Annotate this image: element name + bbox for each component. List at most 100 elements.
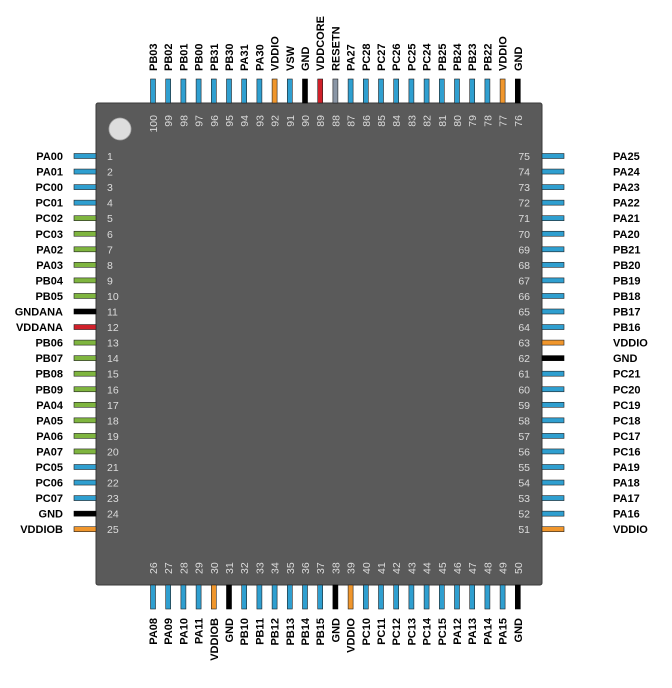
pin-12-number: 12: [107, 322, 119, 334]
pin-86-number: 86: [361, 115, 373, 127]
chip-body: [95, 102, 543, 586]
pin-58-number: 58: [518, 415, 530, 427]
pin-5-lead: [73, 215, 97, 221]
pin-54-number: 54: [518, 478, 530, 490]
pin-66-label: PB18: [613, 291, 641, 303]
pin-50-lead: [514, 584, 521, 610]
pin-15-lead: [73, 370, 97, 377]
pin-46-number: 46: [452, 562, 464, 574]
pin-73-number: 73: [518, 182, 530, 194]
pin-4-lead: [73, 199, 97, 206]
pin-79-lead: [469, 78, 476, 104]
pin-7-number: 7: [107, 244, 113, 256]
pin-36-lead: [302, 584, 308, 610]
pin-13-lead: [73, 339, 97, 346]
pin-52-lead: [541, 510, 565, 517]
pin-85-label: PC27: [376, 43, 388, 71]
pin-18-lead: [73, 417, 97, 424]
pin-9-lead: [73, 277, 97, 284]
pin-74-lead: [541, 168, 565, 175]
pin-79-label: PB23: [467, 43, 479, 71]
pin-36-number: 36: [300, 562, 312, 574]
pin-82-lead: [423, 78, 430, 104]
pin-11-number: 11: [107, 307, 118, 319]
pin-94-lead: [241, 78, 247, 104]
pin-16-lead: [73, 386, 97, 393]
pin-56-number: 56: [518, 446, 530, 458]
pin-62-label: GND: [613, 353, 638, 365]
pin-53-lead: [541, 495, 565, 501]
pin-52-number: 52: [518, 509, 530, 521]
pin-40-number: 40: [361, 562, 373, 574]
pin-96-label: PB31: [209, 43, 221, 71]
pin-96-number: 96: [209, 115, 221, 127]
pin-77-label: VDDIO: [498, 36, 510, 71]
pin-48-number: 48: [482, 562, 494, 574]
pin-45-number: 45: [437, 562, 449, 574]
pin-38-lead: [332, 584, 339, 610]
pin-38-number: 38: [330, 562, 342, 574]
pin-25-lead: [73, 526, 97, 533]
pin-100-label: PB03: [148, 43, 160, 71]
pin-69-lead: [541, 246, 565, 253]
pin-64-label: PB16: [613, 322, 641, 334]
pin-76-lead: [514, 78, 521, 104]
pin-80-label: PB24: [452, 43, 464, 71]
pin-35-lead: [286, 584, 293, 610]
pin-44-lead: [423, 584, 430, 610]
pin-46-lead: [454, 584, 460, 610]
pin-90-lead: [302, 78, 308, 104]
pin-70-number: 70: [518, 229, 530, 241]
pin-2-number: 2: [107, 167, 113, 179]
pin-24-label: GND: [39, 509, 64, 521]
pin-59-lead: [541, 401, 565, 408]
pin-23-lead: [73, 495, 97, 501]
pin-49-label: PA15: [498, 618, 510, 645]
pin-81-lead: [438, 78, 445, 104]
pin-89-label: VDDCORE: [315, 16, 327, 71]
pin-37-lead: [317, 584, 324, 610]
pin-62-number: 62: [518, 353, 530, 365]
pin-2-label: PA01: [36, 167, 63, 179]
pin-99-label: PB02: [163, 43, 175, 71]
pin-34-lead: [271, 584, 278, 610]
pin-72-lead: [541, 199, 565, 206]
pin-55-number: 55: [518, 462, 530, 474]
pin-3-label: PC00: [35, 182, 63, 194]
pin-69-number: 69: [518, 244, 530, 256]
pin-4-label: PC01: [35, 198, 63, 210]
pin-68-number: 68: [518, 260, 530, 272]
pin-74-number: 74: [518, 167, 530, 179]
pin-23-label: PC07: [35, 493, 63, 505]
pin-73-label: PA23: [613, 182, 640, 194]
pin-84-label: PC26: [391, 43, 403, 71]
pin-93-lead: [256, 78, 263, 104]
pin-50-label: GND: [513, 618, 525, 643]
pin-60-label: PC20: [613, 384, 641, 396]
pin-32-number: 32: [239, 562, 251, 574]
pin-98-label: PB01: [178, 43, 190, 71]
pin-68-label: PB20: [613, 260, 641, 272]
pin-97-number: 97: [194, 115, 206, 127]
pin-26-number: 26: [148, 562, 160, 574]
pin-14-label: PB07: [35, 353, 63, 365]
pin-24-lead: [73, 510, 97, 517]
pin-50-number: 50: [513, 562, 525, 574]
pin-33-lead: [256, 584, 263, 610]
pin-21-number: 21: [107, 462, 119, 474]
pin-42-label: PC12: [391, 618, 403, 646]
pin-35-label: PB13: [285, 618, 297, 646]
pin-25-label: VDDIOB: [20, 524, 63, 536]
pin-5-number: 5: [107, 213, 113, 225]
pin-8-lead: [73, 262, 97, 268]
pin-22-lead: [73, 479, 97, 486]
pin-70-lead: [541, 230, 565, 237]
pin-27-label: PA09: [163, 618, 175, 645]
pin-71-label: PA21: [613, 213, 640, 225]
pin-21-label: PC05: [35, 462, 63, 474]
pin-82-label: PC24: [422, 43, 434, 71]
pin-31-lead: [226, 584, 232, 610]
pin-20-lead: [73, 448, 97, 455]
pin-95-number: 95: [224, 115, 236, 127]
pin-75-lead: [541, 153, 565, 159]
